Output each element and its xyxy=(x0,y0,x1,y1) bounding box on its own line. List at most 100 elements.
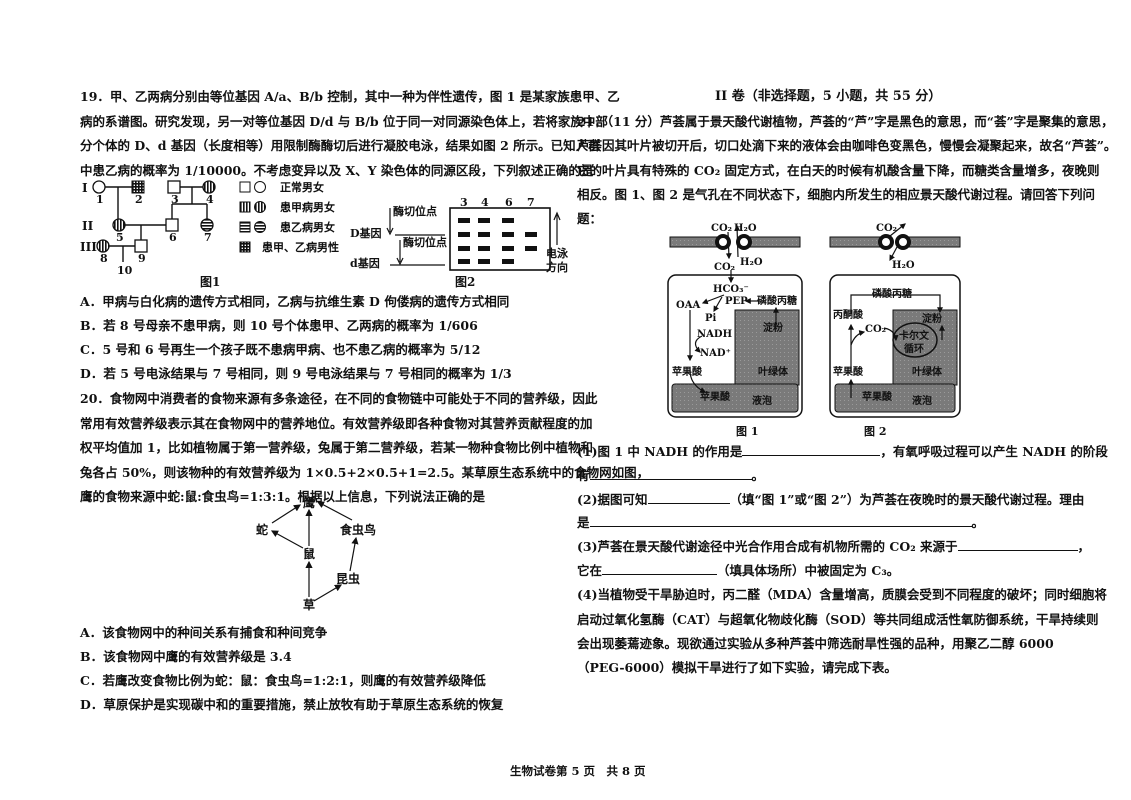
q20-option-b: B．该食物网中鹰的有效营养级是 3.4 xyxy=(80,649,292,664)
q19-line: 分个体的 D、d 基因（长度相等）用限制酶酶切后进行凝胶电泳，结果如图 2 所示… xyxy=(80,138,601,153)
figure-label: 患甲病男女 xyxy=(280,200,335,214)
figure-label: CO₂ xyxy=(876,223,897,234)
figure-shape xyxy=(458,246,470,251)
gel-bands xyxy=(458,218,537,264)
figure-shape xyxy=(694,335,703,353)
food-web-figure: 鹰 蛇 食虫鸟 鼠 昆虫 草 xyxy=(256,495,376,612)
figure-shape xyxy=(478,218,490,223)
figure-shape xyxy=(458,232,470,237)
figure-caption: 图 2 xyxy=(864,425,886,438)
figure-shape xyxy=(254,201,266,213)
figure-label: 鹰 xyxy=(303,495,315,510)
gel-figure: 酶切位点 酶切位点 D基因 d基因 3 4 6 7 电泳 方向 图2 xyxy=(350,196,569,289)
figure-label: 草 xyxy=(303,597,315,612)
figure-label: 淀粉 xyxy=(763,321,783,334)
figure-label: OAA xyxy=(676,300,700,311)
individual-7 xyxy=(200,218,214,232)
individual-3 xyxy=(167,180,181,194)
figure-shape xyxy=(478,232,490,237)
figure-label: 4 xyxy=(481,196,489,209)
figure-caption: 图2 xyxy=(455,275,475,289)
figure-label: HCO₃⁻ xyxy=(713,284,749,295)
figure-label: 蛇 xyxy=(256,522,268,537)
q21-sub1: (1)图 1 中 NADH 的作用是，有氧呼吸过程可以产生 NADH 的阶段 xyxy=(577,444,1108,460)
q19-option-b: B．若 8 号母亲不患甲病，则 10 号个体患甲、乙两病的概率为 1/606 xyxy=(80,318,478,333)
figure-label: 7 xyxy=(527,196,535,209)
figure-label: 2 xyxy=(135,193,143,206)
figure-shape xyxy=(349,536,359,572)
figure-label: 10 xyxy=(117,264,133,277)
figure-shape: CO₂ H₂O CO₂ H₂O HCO₃⁻ PEP 磷酸丙糖 OAA Pi 淀粉… xyxy=(672,223,797,407)
text: ， xyxy=(1077,539,1091,554)
figure-shape xyxy=(239,241,251,253)
figure-shape xyxy=(701,294,725,305)
figure-label: 8 xyxy=(100,252,108,265)
text: ，有氧呼吸过程可以产生 NADH 的阶段 xyxy=(880,444,1108,459)
figure-label: CO₂ xyxy=(711,223,732,234)
figure-shape xyxy=(904,236,961,248)
figure-label: 磷酸丙糖 xyxy=(757,294,797,307)
figure-shape xyxy=(889,246,898,262)
q21-sub2-cont: 是。 xyxy=(577,515,984,531)
figure-label: 酶切位点 xyxy=(393,204,437,218)
q21-sub2: (2)据图可知（填“图 1”或“图 2”）为芦荟在夜晚时的景天酸代谢过程。理由 xyxy=(577,492,1084,508)
figure-shape: CO₂ H₂O 磷酸丙糖 丙酮酸 CO₂ 淀粉 卡尔文 循环 叶绿体 苹果酸 苹… xyxy=(833,223,943,407)
answer-blank[interactable] xyxy=(602,563,718,575)
figure-shape xyxy=(270,530,304,549)
figure-label: 6 xyxy=(505,196,513,209)
figure-shape xyxy=(271,504,302,524)
individual-1 xyxy=(92,180,106,194)
q21-sub4: （PEG-6000）模拟干旱进行了如下实验，请完成下表。 xyxy=(577,660,897,675)
answer-blank[interactable] xyxy=(957,539,1078,551)
page-footer: 生物试卷第 5 页 共 8 页 xyxy=(510,764,646,778)
figure-shape xyxy=(850,294,943,314)
q19-line: 19．甲、乙两病分别由等位基因 A/a、B/b 控制，其中一种为伴性遗传，图 1… xyxy=(80,89,620,104)
section-title: II 卷（非选择题，5 小题，共 55 分） xyxy=(715,89,942,104)
answer-blank[interactable] xyxy=(647,492,730,504)
figure-label: 苹果酸 xyxy=(833,365,864,378)
figure-label: 磷酸丙糖 xyxy=(872,287,912,300)
figure-label: CO₂ xyxy=(714,262,735,273)
figure-label: 苹果酸 xyxy=(862,390,893,403)
figure-label: 电泳 xyxy=(546,246,569,260)
figure-label: 3 xyxy=(171,193,179,206)
answer-blank[interactable] xyxy=(742,444,881,456)
individual-4 xyxy=(202,180,216,194)
pedigree-legend: 正常男女 患甲病男女 患乙病男女 患甲、乙病男性 xyxy=(239,180,339,254)
q20-line: 权平均值加 1，比如植物属于第一营养级，兔属于第二营养级，若某一物种食物比例中植… xyxy=(80,440,594,455)
q21-line: 相反。图 1、图 2 是气孔在不同状态下，细胞内所发生的相应景天酸代谢过程。请回… xyxy=(577,187,1095,202)
text: 有 xyxy=(577,468,590,483)
q19-option-c: C．5 号和 6 号再生一个孩子既不患病甲病、也不患乙病的概率为 5/12 xyxy=(80,342,481,357)
figure-label: 正常男女 xyxy=(280,180,324,194)
answer-blank[interactable] xyxy=(589,468,752,480)
figure-shape xyxy=(848,223,945,398)
figure-label: 患甲、乙病男性 xyxy=(262,240,339,254)
generation-label: II xyxy=(82,219,94,233)
figure-label: 鼠 xyxy=(303,546,315,561)
figure-shape xyxy=(478,246,490,251)
figure-shape xyxy=(458,218,470,223)
figure-shape xyxy=(746,236,801,248)
generation-label: I xyxy=(82,181,88,195)
figure-shape xyxy=(478,259,490,264)
text: (3)芦荟在景天酸代谢途径中光合作用合成有机物所需的 CO₂ 来源于 xyxy=(577,539,958,554)
figure-label: 苹果酸 xyxy=(700,390,731,403)
figure-label: 患乙病男女 xyxy=(280,220,335,234)
answer-blank[interactable] xyxy=(589,515,972,527)
figure-shape xyxy=(270,501,359,602)
q21-line: 21．（11 分）芦荟属于景天酸代谢植物，芦荟的“芦”字是黑色的意思，而“荟”字… xyxy=(577,114,1114,129)
figure-shape xyxy=(734,224,741,258)
figure-label: 9 xyxy=(138,252,146,265)
figure-shape xyxy=(502,246,514,251)
figure-shape xyxy=(734,309,800,386)
figure-shape xyxy=(713,296,723,313)
figure-label: 循环 xyxy=(904,342,924,355)
figure-label: NAD⁺ xyxy=(700,348,731,359)
figure-label: Pi xyxy=(705,313,717,324)
figure-caption: 图1 xyxy=(200,275,220,289)
individual-9 xyxy=(134,239,148,253)
figure-label: 丙酮酸 xyxy=(833,308,864,321)
figure-label: PEP xyxy=(725,296,748,307)
figure-shape xyxy=(316,501,353,521)
text: (2)据图可知 xyxy=(577,492,648,507)
